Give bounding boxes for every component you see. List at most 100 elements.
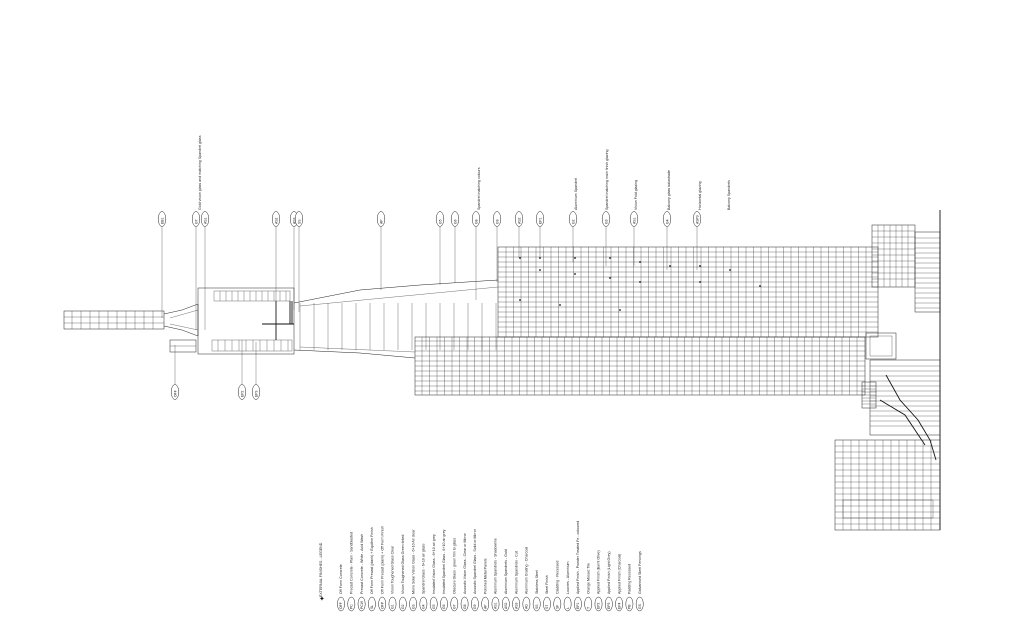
callout-bubble [450,211,460,227]
legend-code: AS2 [504,602,508,609]
legend-code-bubble [563,596,572,612]
callout-code: EP3 [254,390,258,397]
legend-code: G2 [401,604,405,609]
legend-code-bubble [398,596,407,612]
legend-label: Off Form Concrete [339,564,343,594]
callout-code: AS1 [632,217,636,224]
legend-code-bubble [635,596,644,612]
transition-block [197,287,295,355]
legend-label: Applied Finish (Charcoal) [617,554,621,594]
legend-code-bubble [604,596,613,612]
legend-label: Obscure Glass - green film to glass [453,538,457,594]
legend-code-bubble [460,596,469,612]
callout-bubble [200,211,210,227]
legend-code: EP1 [576,602,580,609]
legend-code: EP4 [617,602,621,609]
legend-code: OFF [339,602,343,609]
legend-label: Stainless Steel [535,570,539,594]
callout-bubble [514,211,524,227]
legend-code: L [566,607,570,609]
callout-code: G7 [194,219,198,224]
callout-code: G8 [474,219,478,224]
legend-label: Steel Finish [545,575,549,594]
callout-note: Spandrel matching colours [477,167,481,210]
callout-note: Spandrel matching main finish glazing [605,149,609,210]
callout-code: G4 [665,219,669,224]
legend-label: Aluminium Spandrels - Cut [514,551,518,594]
legend-label: Aluminium Grating - Charcoal [525,547,529,594]
legend-label: Vision Toughened Glass Clear [391,545,395,594]
callout-code: G3 [604,219,608,224]
legend-code: SF [556,605,560,609]
legend-label: Aluminium Spandrels - Shadowline [494,538,498,594]
legend-code-bubble [522,596,531,612]
legend-code-bubble [409,596,417,612]
callout-bubble [601,211,611,227]
legend-code: G1 [391,604,395,609]
legend-code-bubble [450,596,459,612]
legend-label: Aluminium Spandrels - Gold [504,549,508,594]
legend-label: Insulated Spandrel Glass - 6+10 air grey [442,529,446,594]
callout-bubble [692,211,702,227]
callout-bubble [662,211,672,227]
legend-code: SL [370,605,374,609]
callout-note: Balcony glass balustrade [667,170,671,210]
callout-bubble [191,211,201,227]
legend-code: G8 [463,604,467,609]
legend-code-bubble [440,596,448,612]
callout-bubble [237,384,247,400]
legend-label: Orange Mosaic Tile [586,563,590,594]
callout-bubble [471,211,481,227]
legend-label: Polished Metal Panels [483,558,487,594]
callout-bubble [435,211,445,227]
legend-code: AS1 [494,602,498,609]
callout-note: Horizontal glazing [698,181,702,210]
legend-code: G5 [432,604,436,609]
legend-label: Applied Finish (Light Grey) [607,551,611,594]
legend-code-bubble [574,596,582,612]
callout-bubble [492,211,502,227]
legend-label: Galvanised Steel Fencings [638,551,642,594]
callout-bubble [294,211,304,227]
callout-code: G2 [571,219,575,224]
legend-code: SS [535,604,539,609]
legend-code-bubble [368,596,376,612]
legend-code: GS [638,603,642,609]
legend-code-bubble [615,596,623,612]
north-arrow-icon: ✦ [319,595,325,603]
legend-code-bubble [378,596,387,612]
legend-label: Vision Toughened Glass Green tinted [401,535,405,594]
callout-code: AS3 [292,217,296,224]
legend-label: Applied Finish - Powder Treated Fe - col… [576,521,580,594]
callout-code: G9 [495,219,499,224]
callout-code: EP1 [538,217,542,224]
legend-code: AS3 [514,602,518,609]
legend-code-bubble [347,596,356,612]
callout-note: Aluminium Spandrel [574,178,578,210]
legend-code: EP3 [607,602,611,609]
callout-code: OFF [173,390,177,397]
legend-code: G4 [422,604,426,609]
legend-code: PCW [360,600,364,609]
legend-code-bubble [337,596,345,612]
callout-bubble [251,384,261,400]
callout-code: AS2 [517,217,521,224]
legend-code-bubble [532,596,541,612]
callout-note: Gold vision glass and matching Spandrel … [198,135,202,210]
tower-body [293,246,879,396]
callout-bubble [157,211,167,227]
callout-bubble [376,211,386,227]
legend-label: Spandrel Glass - 6+10 air glaze [422,544,426,594]
legend-code: EP2 [597,602,601,609]
callout-bubble [629,211,639,227]
callout-bubble [271,211,281,227]
callout-bubble [568,211,578,227]
legend-label: Cladding - Recessed [556,561,560,594]
podium-left [63,303,199,353]
callout-note: Vision Fold glazing [634,180,638,210]
callout-bubble [535,211,545,227]
legend-label: Precast Concrete - Plain - Sandblasted [350,532,354,594]
legend-label: Applied Finish (Burnt Olive) [597,550,601,594]
legend-code-bubble [625,596,634,612]
